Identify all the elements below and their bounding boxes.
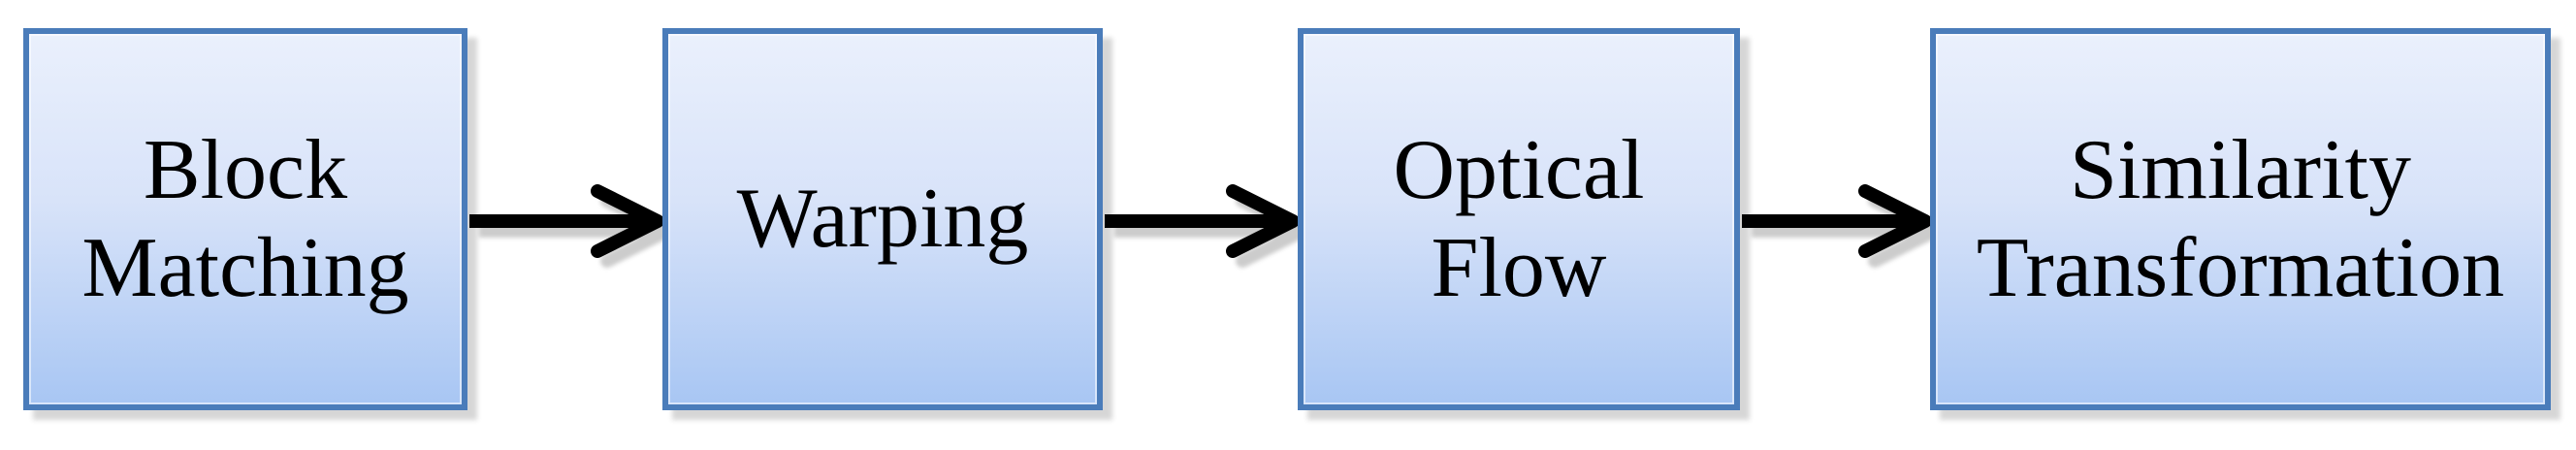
node-label-line: Flow [1431,221,1607,315]
node-warping: Warping [662,28,1103,410]
node-label-line: Block [143,122,348,217]
node-similarity-transformation: Similarity Transformation [1930,28,2551,410]
arrow-head [1226,184,1300,258]
node-label-line: Matching [81,221,409,315]
node-label-line: Warping [736,172,1029,267]
arrow-ink [469,184,664,258]
arrow-block-matching-to-warping [469,184,664,258]
arrow-optical-flow-to-similarity-transformation [1742,184,1932,258]
node-label-line: Similarity [2070,122,2411,217]
arrow-ink [1742,184,1932,258]
node-label-line: Transformation [1976,221,2505,315]
node-label-line: Optical [1393,122,1645,217]
arrow-warping-to-optical-flow [1105,184,1300,258]
node-optical-flow: Optical Flow [1298,28,1740,410]
arrow-ink [1105,184,1300,258]
node-block-matching: Block Matching [23,28,467,410]
arrow-head [591,184,664,258]
arrow-head [1858,184,1932,258]
